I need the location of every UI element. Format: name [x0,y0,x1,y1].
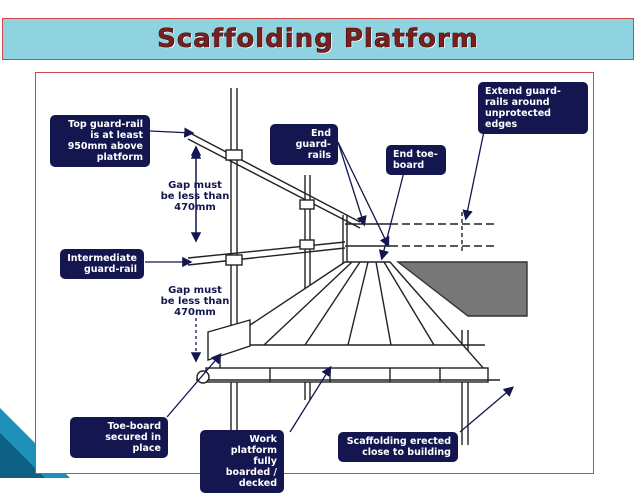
scaffold-drawing [145,88,528,455]
intermediate-guard-rail [187,241,346,259]
label-top-guard-rail: Top guard-rail is at least 950mm above p… [50,115,150,167]
page-title: Scaffolding Platform [157,24,479,55]
label-end-toe-board: End toe-board [386,145,446,175]
building-wall [395,261,528,317]
label-extend-guard-rails: Extend guard-rails around unprotected ed… [478,82,588,134]
label-work-platform: Work platform fully boarded / decked [200,430,284,493]
label-toe-board: Toe-board secured in place [70,417,168,458]
label-gap-lower: Gap must be less than 470mm [160,285,230,318]
toe-board-side [207,319,251,361]
label-intermediate-guard-rail: Intermediate guard-rail [60,249,144,279]
label-end-guard-rails: End guard-rails [270,124,338,165]
top-guard-rail [187,131,361,223]
label-gap-upper: Gap must be less than 470mm [160,180,230,213]
title-bar: Scaffolding Platform [2,18,634,60]
label-scaffolding-erected: Scaffolding erected close to building [338,432,458,462]
